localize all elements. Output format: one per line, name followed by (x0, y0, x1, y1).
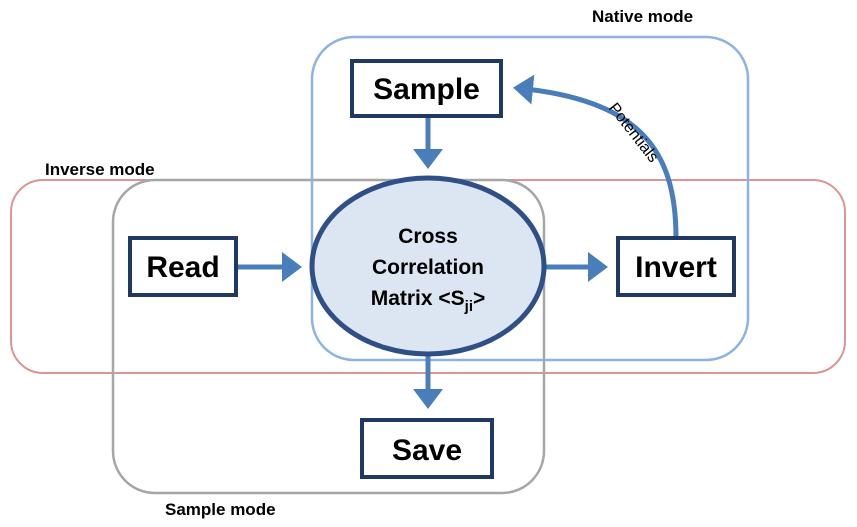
save-node: Save (360, 418, 494, 479)
sample-mode-region (111, 178, 546, 495)
cross-correlation-matrix-node (309, 175, 547, 357)
matrix-label-line3: Matrix <Sji> (371, 287, 486, 315)
sample-node-label: Sample (373, 73, 480, 106)
matrix-label-subscript: ji (464, 298, 473, 315)
read-node-label: Read (146, 251, 219, 284)
read-node: Read (128, 236, 238, 297)
inverse-mode-label: Inverse mode (45, 160, 155, 179)
save-node-label: Save (392, 434, 462, 467)
matrix-label-suffix: > (473, 287, 485, 310)
native-mode-region (310, 35, 750, 362)
sample-mode-label: Sample mode (165, 500, 276, 519)
invert-node: Invert (616, 236, 736, 297)
invert-node-label: Invert (635, 251, 717, 284)
native-mode-label: Native mode (592, 7, 693, 26)
arrow-invert-to-sample (513, 74, 679, 239)
sample-node: Sample (350, 59, 503, 118)
matrix-label-prefix: Matrix <S (371, 287, 465, 310)
matrix-label-line1: Cross (398, 225, 458, 248)
potentials-edge-label: Potentials (605, 100, 662, 166)
matrix-label-line2: Correlation (372, 256, 484, 279)
